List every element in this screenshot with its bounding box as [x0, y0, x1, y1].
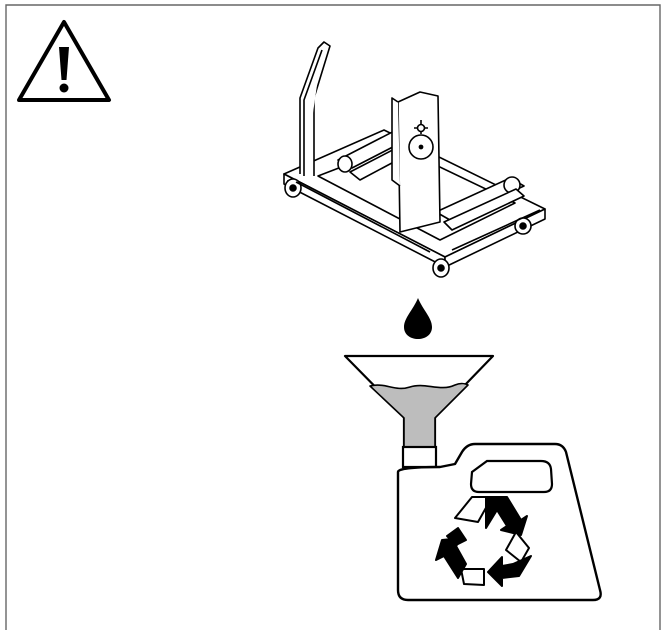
wheel: [432, 258, 450, 278]
wheel: [284, 178, 302, 198]
recycle-icon: [435, 496, 532, 587]
oil-drop-icon: [404, 298, 432, 339]
frame-border: [5, 4, 661, 630]
roller-cart-machine: [283, 41, 546, 278]
funnel-icon: [343, 354, 495, 449]
warning-triangle-icon: [17, 20, 111, 102]
